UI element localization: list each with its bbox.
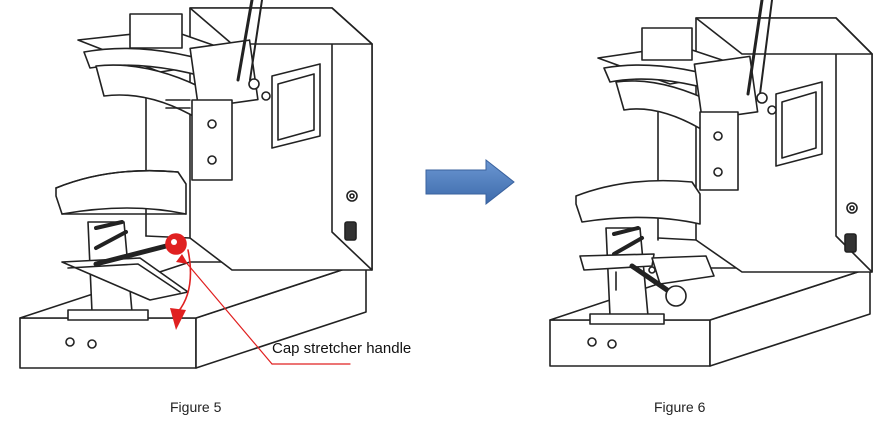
- power-switch-icon: [844, 233, 857, 253]
- figure-5: Cap stretcher handle Figure 5: [0, 0, 440, 422]
- upper-platen: [77, 0, 271, 181]
- power-switch-icon: [344, 221, 357, 241]
- callout-leader: [176, 254, 351, 365]
- figure-6: Figure 6: [520, 0, 893, 422]
- figure-5-caption: Figure 5: [170, 399, 222, 415]
- support-column: [589, 226, 665, 325]
- lower-platen: [575, 179, 701, 225]
- cap-stretcher: [579, 253, 715, 307]
- heat-press-illustration: [19, 0, 373, 369]
- knob-icon: [346, 190, 358, 202]
- heat-press-illustration: [549, 0, 873, 367]
- figure-6-caption: Figure 6: [654, 399, 706, 415]
- callout-label: Cap stretcher handle: [272, 340, 412, 357]
- knob-icon: [846, 202, 858, 214]
- curved-down-arrow-icon: [170, 249, 192, 330]
- lower-platen: [55, 169, 187, 215]
- upper-platen: [597, 0, 777, 191]
- stretcher-handle-knob: [665, 285, 687, 307]
- right-arrow-icon: [420, 158, 520, 210]
